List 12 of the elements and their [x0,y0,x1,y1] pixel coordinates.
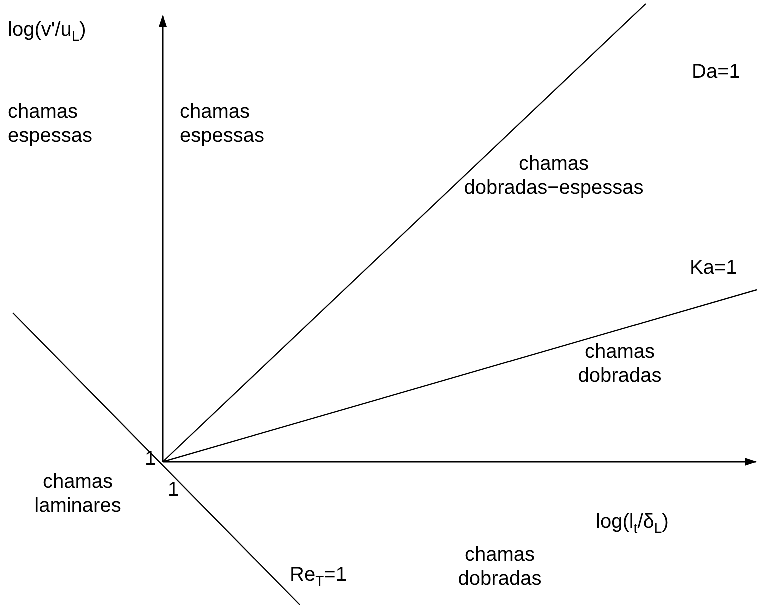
region-label: Da=1 [692,60,740,84]
region-label: log(l$_{t}$/δ$_{L}$) [596,510,669,534]
region-label: 1 [168,478,180,502]
region-label: chamas espessas [180,100,266,148]
region-label: chamas laminares [34,470,122,518]
region-label: chamas dobradas−espessas [464,152,644,200]
region-label: Ka=1 [690,256,738,280]
region-label: chamas dobradas [577,340,663,388]
region-label: chamas dobradas [457,543,543,591]
region-label: chamas espessas [8,100,94,148]
region-label: log(v'/u$_{L}$) [8,18,86,42]
region-label: Re$_{T}$=1 [290,563,347,587]
